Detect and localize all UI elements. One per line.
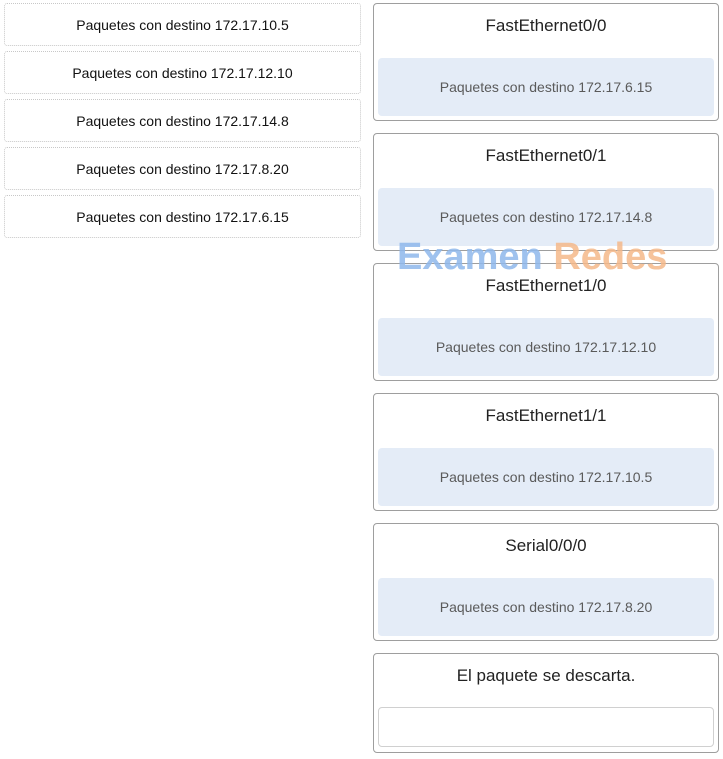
source-item[interactable]: Paquetes con destino 172.17.14.8 <box>4 99 361 142</box>
target-fastethernet1-1: FastEthernet1/1 Paquetes con destino 172… <box>373 393 719 511</box>
target-title: Serial0/0/0 <box>505 536 587 555</box>
target-title: FastEthernet1/0 <box>485 276 607 295</box>
target-fastethernet1-0: FastEthernet1/0 Paquetes con destino 172… <box>373 263 719 381</box>
target-title: El paquete se descarta. <box>456 666 636 685</box>
dropzone[interactable]: Paquetes con destino 172.17.10.5 <box>378 448 714 506</box>
source-items-list: Paquetes con destino 172.17.10.5 Paquete… <box>4 3 361 243</box>
target-title: FastEthernet1/1 <box>485 406 607 425</box>
target-title: FastEthernet0/1 <box>485 146 607 165</box>
source-item[interactable]: Paquetes con destino 172.17.6.15 <box>4 195 361 238</box>
dropzone[interactable]: Paquetes con destino 172.17.6.15 <box>378 58 714 116</box>
target-serial0-0-0: Serial0/0/0 Paquetes con destino 172.17.… <box>373 523 719 641</box>
dropzone[interactable]: Paquetes con destino 172.17.14.8 <box>378 188 714 246</box>
source-item[interactable]: Paquetes con destino 172.17.10.5 <box>4 3 361 46</box>
source-item[interactable]: Paquetes con destino 172.17.12.10 <box>4 51 361 94</box>
source-item[interactable]: Paquetes con destino 172.17.8.20 <box>4 147 361 190</box>
target-fastethernet0-1: FastEthernet0/1 Paquetes con destino 172… <box>373 133 719 251</box>
dropzone[interactable]: Paquetes con destino 172.17.12.10 <box>378 318 714 376</box>
target-title: FastEthernet0/0 <box>485 16 607 35</box>
dropzone[interactable]: Paquetes con destino 172.17.8.20 <box>378 578 714 636</box>
dropzone-empty[interactable] <box>378 707 714 747</box>
target-fastethernet0-0: FastEthernet0/0 Paquetes con destino 172… <box>373 3 719 121</box>
target-list: FastEthernet0/0 Paquetes con destino 172… <box>373 3 719 753</box>
target-packet-discarded: El paquete se descarta. <box>373 653 719 753</box>
